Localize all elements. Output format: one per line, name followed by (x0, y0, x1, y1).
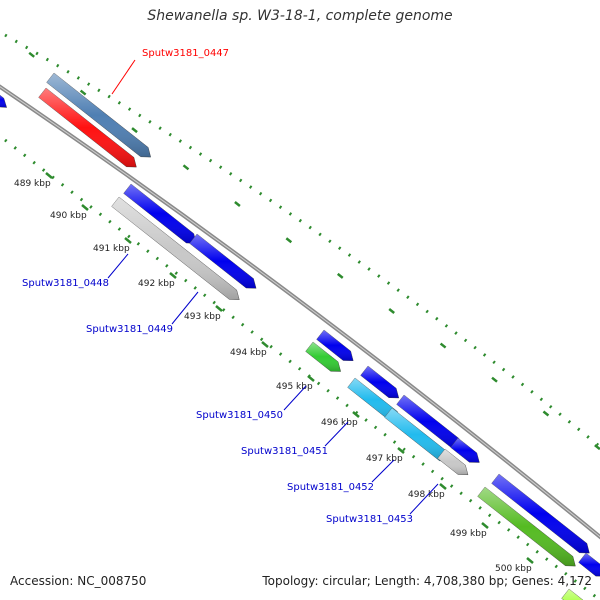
kbp-tick-mark (352, 411, 360, 418)
outer-tick-mark (594, 444, 600, 451)
kbp-tick-mark (169, 272, 177, 279)
gene-arrow-feat-green-2[interactable] (477, 486, 576, 567)
gene-arrow-feat-steelblue[interactable] (46, 72, 151, 158)
kbp-tick-label: 491 kbp (93, 244, 130, 254)
gene-arrow-feat-red[interactable] (38, 87, 137, 168)
gene-arrow-feat-gray-2[interactable] (437, 448, 469, 476)
gene-leader-line (111, 59, 136, 95)
kbp-tick-label: 499 kbp (450, 529, 487, 539)
kbp-tick-label: 497 kbp (366, 454, 403, 464)
kbp-tick-label: 495 kbp (276, 382, 313, 392)
outer-tick-mark (234, 201, 241, 208)
kbp-tick-label: 500 kbp (495, 564, 532, 574)
gene-leader-line (371, 459, 395, 483)
map-title: Shewanella sp. W3-18-1, complete genome (147, 8, 453, 24)
kbp-tick-mark (397, 447, 405, 454)
outer-tick-mark (182, 164, 190, 171)
gene-label[interactable]: Sputw3181_0447 (142, 48, 229, 59)
gene-arrow-feat-blue-8[interactable] (578, 552, 600, 577)
gene-label[interactable]: Sputw3181_0450 (196, 410, 283, 421)
gene-arrow-feat-blue-edge[interactable] (0, 92, 7, 108)
backbone-line (0, 84, 600, 540)
outer-tick-mark (491, 376, 498, 383)
gene-label[interactable]: Sputw3181_0453 (326, 514, 413, 525)
gene-arrow-feat-blue-3[interactable] (316, 329, 354, 361)
gene-label[interactable]: Sputw3181_0448 (22, 278, 109, 289)
gene-leader-line (409, 483, 439, 515)
topology-summary: Topology: circular; Length: 4,708,380 bp… (262, 574, 592, 588)
outer-tick-mark (439, 342, 447, 349)
outer-tick-mark (131, 127, 138, 134)
kbp-tick-mark (215, 305, 223, 312)
gene-label[interactable]: Sputw3181_0449 (86, 324, 173, 335)
gene-label[interactable]: Sputw3181_0452 (287, 482, 374, 493)
kbp-tick-label: 498 kbp (408, 490, 445, 500)
kbp-tick-mark (81, 204, 89, 211)
gene-leader-line (283, 385, 307, 411)
gene-leader-line (107, 253, 129, 279)
outer-tick-mark (388, 308, 395, 314)
gene-arrow-feat-blue-2[interactable] (189, 233, 257, 289)
gene-leader-line (324, 421, 349, 447)
kbp-tick-label: 496 kbp (321, 418, 358, 428)
kbp-tick-mark (307, 375, 315, 382)
kbp-tick-label: 489 kbp (14, 179, 51, 189)
inner-tick-ring (4, 138, 600, 600)
outer-tick-mark (542, 410, 550, 417)
gene-arrow-feat-blue-4[interactable] (360, 365, 400, 399)
outer-tick-mark (336, 272, 344, 279)
gene-arrow-feat-blue-7[interactable] (491, 473, 590, 554)
outer-tick-mark (28, 51, 35, 58)
kbp-tick-mark (439, 483, 447, 490)
kbp-tick-mark (261, 341, 269, 348)
gene-arrow-feat-lime[interactable] (561, 588, 597, 600)
outer-tick-mark (285, 237, 293, 244)
gene-arrow-feat-green-1[interactable] (305, 341, 341, 372)
kbp-tick-mark (526, 557, 534, 564)
kbp-tick-mark (481, 522, 489, 529)
kbp-tick-mark (45, 172, 53, 179)
kbp-tick-label: 490 kbp (50, 211, 87, 221)
gene-arrow-feat-gray-1[interactable] (111, 196, 240, 300)
kbp-tick-label: 492 kbp (138, 279, 175, 289)
backbone-highlight (0, 86, 600, 538)
kbp-tick-mark (124, 237, 132, 244)
gene-leader-line (171, 291, 199, 325)
gene-arrow-feat-blue-6[interactable] (450, 437, 480, 463)
outer-tick-mark (79, 89, 87, 96)
gene-label[interactable]: Sputw3181_0451 (241, 446, 328, 457)
accession-text: Accession: NC_008750 (10, 574, 147, 588)
kbp-tick-label: 493 kbp (184, 312, 221, 322)
kbp-tick-label: 494 kbp (230, 348, 267, 358)
